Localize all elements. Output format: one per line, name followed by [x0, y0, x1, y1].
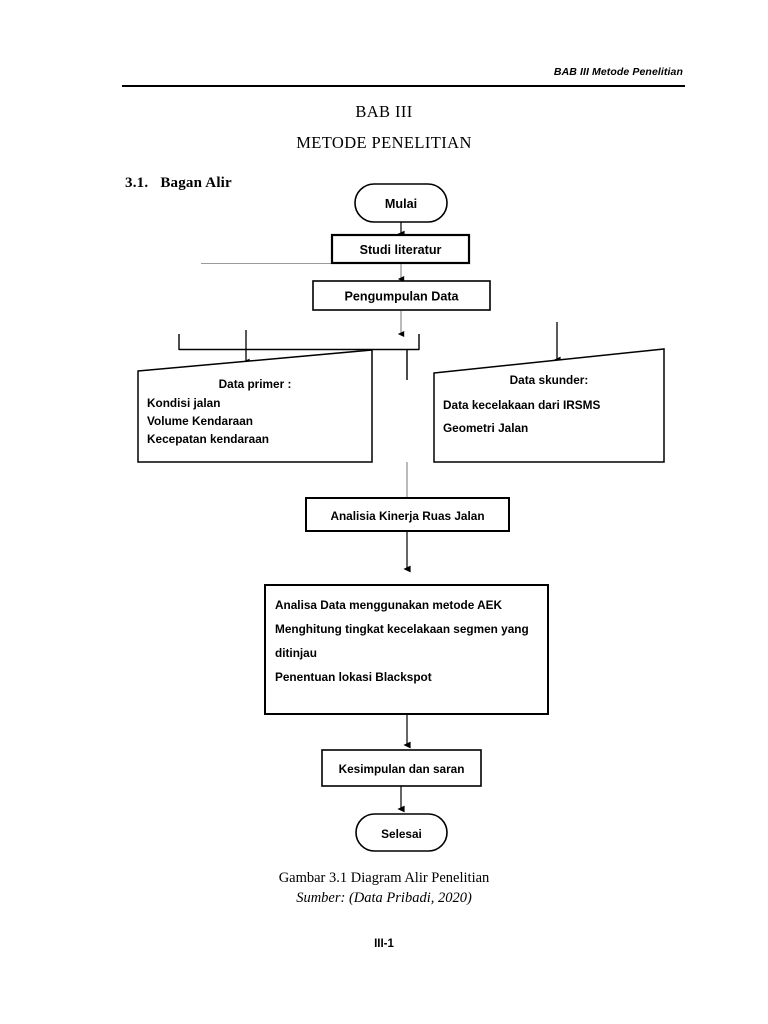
node-data-skunder-title: Data skunder:	[510, 373, 589, 387]
node-analisa-data-shape	[264, 584, 549, 715]
node-data-primer-item-0: Kondisi jalan	[147, 396, 220, 410]
node-selesai-label: Selesai	[381, 827, 422, 841]
figure-caption-title: Gambar 3.1 Diagram Alir Penelitian	[278, 870, 490, 886]
node-selesai-shape	[355, 813, 448, 852]
figure-caption-source: Sumber: (Data Pribadi, 2020)	[296, 890, 472, 906]
node-analisa-data-line-3: Penentuan lokasi Blackspot	[275, 670, 432, 684]
chapter-title: METODE PENELITIAN	[296, 133, 472, 152]
node-studi-literatur-label: Studi literatur	[360, 243, 442, 257]
node-data-primer-shape	[137, 349, 373, 463]
node-pengumpulan-data-shape	[312, 280, 491, 311]
node-data-primer-item-2: Kecepatan kendaraan	[147, 432, 269, 446]
node-mulai: Mulai	[354, 183, 448, 223]
node-analisa-data-line-2: ditinjau	[275, 646, 317, 660]
running-header: BAB III Metode Penelitian	[553, 66, 683, 78]
node-analisa-data: Analisa Data menggunakan metode AEK Meng…	[264, 584, 549, 715]
node-data-skunder-item-0: Data kecelakaan dari IRSMS	[443, 398, 601, 412]
node-data-skunder-item-1: Geometri Jalan	[443, 421, 528, 435]
page-number: III-1	[374, 938, 394, 950]
node-data-skunder: Data skunder: Data kecelakaan dari IRSMS…	[433, 348, 665, 463]
section-title: Bagan Alir	[160, 175, 232, 191]
node-data-skunder-shape	[433, 348, 665, 463]
node-data-primer-title: Data primer :	[219, 377, 292, 391]
node-kesimpulan-shape	[321, 749, 482, 787]
node-analisia-kinerja-label: Analisia Kinerja Ruas Jalan	[330, 509, 484, 523]
section-number: 3.1.	[125, 175, 149, 191]
node-kesimpulan: Kesimpulan dan saran	[321, 749, 482, 787]
node-data-primer-item-1: Volume Kendaraan	[147, 414, 253, 428]
node-analisia-kinerja: Analisia Kinerja Ruas Jalan	[305, 497, 510, 532]
node-pengumpulan-data: Pengumpulan Data	[312, 280, 491, 311]
node-studi-literatur-shape	[330, 233, 471, 265]
section-heading: 3.1. Bagan Alir	[125, 175, 232, 192]
node-pengumpulan-data-label: Pengumpulan Data	[344, 290, 459, 304]
node-kesimpulan-label: Kesimpulan dan saran	[339, 762, 465, 776]
chapter-number: BAB III	[355, 102, 413, 121]
node-selesai: Selesai	[355, 813, 448, 852]
node-analisa-data-line-0: Analisa Data menggunakan metode AEK	[275, 598, 503, 612]
header-rule	[122, 85, 685, 87]
branch-rail	[178, 334, 420, 380]
node-data-primer: Data primer : Kondisi jalan Volume Kenda…	[137, 349, 373, 463]
node-studi-literatur: Studi literatur	[330, 233, 471, 265]
node-analisa-data-line-1: Menghitung tingkat kecelakaan segmen yan…	[275, 622, 529, 636]
node-mulai-label: Mulai	[385, 197, 417, 211]
